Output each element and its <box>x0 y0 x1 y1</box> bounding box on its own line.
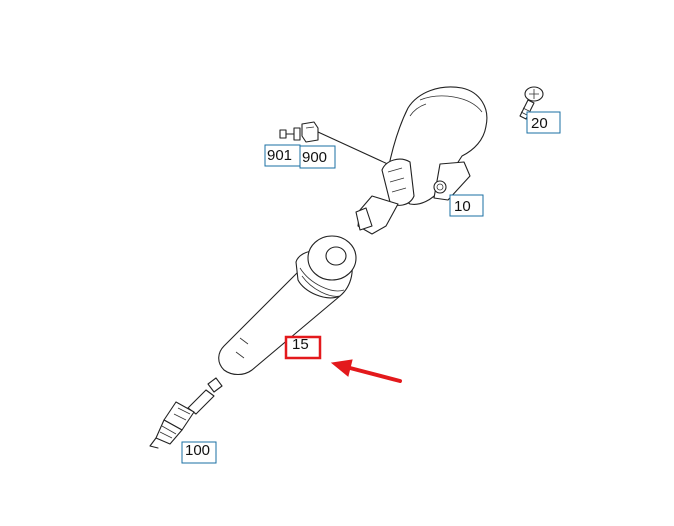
label-20-text: 20 <box>531 115 548 132</box>
label-10-text: 10 <box>454 198 471 215</box>
spark-plug-part-100 <box>149 377 223 449</box>
label-100[interactable]: 100 <box>181 441 217 464</box>
connector-part-901 <box>279 127 301 141</box>
connector-part-900 <box>301 121 319 143</box>
label-900-text: 900 <box>302 149 327 166</box>
bolt-part-20 <box>519 86 544 120</box>
label-900[interactable]: 900 <box>299 145 336 169</box>
leader-line-900 <box>317 131 393 167</box>
label-10[interactable]: 10 <box>449 194 484 217</box>
label-20[interactable]: 20 <box>526 111 561 134</box>
label-100-text: 100 <box>185 442 210 459</box>
label-15-highlighted[interactable]: 15 <box>284 335 322 360</box>
coil-boot-part-15 <box>218 235 357 376</box>
label-901[interactable]: 901 <box>264 144 301 167</box>
ignition-coil-part-10 <box>355 86 488 235</box>
label-901-text: 901 <box>267 147 292 164</box>
highlight-box <box>284 335 322 360</box>
label-15-text: 15 <box>292 336 309 353</box>
red-arrow-icon <box>330 359 402 383</box>
